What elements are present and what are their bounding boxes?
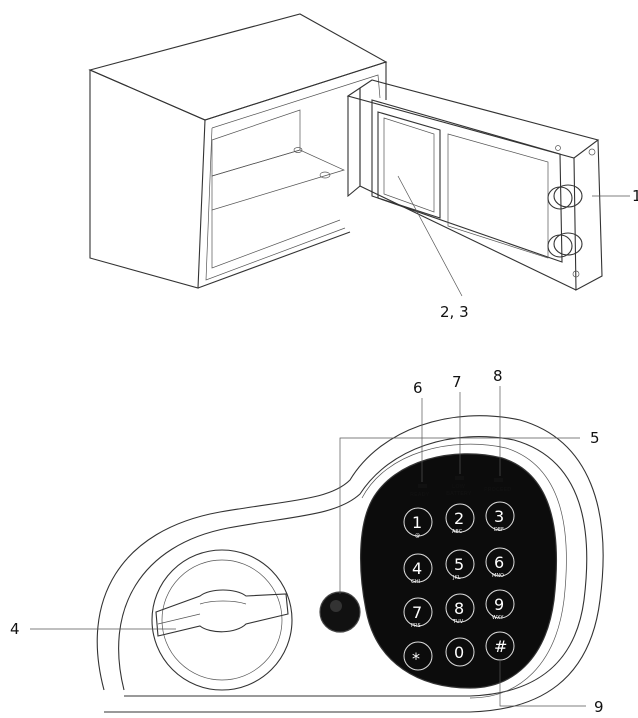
svg-text:1: 1 [412,513,422,532]
door-inner-face [359,88,577,291]
svg-text:PRS: PRS [411,623,421,629]
safe-inner-floor [211,210,341,269]
key-5[interactable]: 5 JKL [445,549,475,581]
safe-inner-back-wall [211,109,301,177]
safe-left-panel [89,69,206,289]
key-0[interactable]: 0 [445,637,475,667]
label-low: LOW [452,484,466,490]
callout-8: 8 [493,367,503,385]
locking-bolts [547,184,583,258]
callout-4: 4 [10,620,20,638]
open-safe-illustration: 1 2, 3 [88,13,638,321]
callout-7: 7 [452,373,462,391]
svg-text:TUV: TUV [452,619,464,625]
knob-recess-inner [161,559,283,681]
label-ready: READY [410,492,430,498]
door-right-panel [447,133,549,259]
ready-led [418,484,427,488]
svg-text:@: @ [415,533,420,539]
key-2[interactable]: 2 ABC [445,503,475,535]
key-6[interactable]: 6 MNO [485,547,515,579]
key-star[interactable]: * [403,641,433,671]
keypad-housing-outer [96,415,604,713]
callout-1: 1 [632,187,638,205]
svg-text:DEF: DEF [494,527,504,533]
safe-inner-shelf [211,149,345,211]
svg-text:GHI: GHI [411,579,420,585]
svg-text:7: 7 [412,603,422,622]
leader-line-9 [499,660,586,707]
key-7[interactable]: 7 PRS [403,597,433,629]
proceed-led [494,478,503,482]
override-button[interactable] [319,591,361,633]
svg-text:#: # [494,637,507,656]
door-outer-face-edge [573,139,603,291]
keypad-keys: 1 @ 2 ABC 3 DEF 4 GHI 5 JKL [403,501,515,671]
callout-9: 9 [594,698,604,716]
safe-top-panel [88,13,388,121]
key-hash[interactable]: # [485,631,515,661]
svg-text:*: * [412,649,420,668]
door-inner-panel [371,99,563,263]
door-screw [555,145,561,151]
battery-compartment [377,111,441,219]
svg-text:JKL: JKL [452,575,461,581]
safe-bolt-hole-2 [293,147,303,153]
keypad-door-illustration: READY LOW BATTERY PROCEED 1 @ 2 ABC 3 DE… [10,367,604,716]
callout-2-3: 2, 3 [440,303,469,321]
safe-bolt-hole [319,171,331,179]
door-screw [572,270,580,278]
svg-text:0: 0 [454,643,464,662]
safe-front-frame [197,61,387,289]
svg-text:2: 2 [454,509,464,528]
svg-text:ABC: ABC [452,529,463,535]
door-screw [588,148,596,156]
override-button-highlight [330,600,342,612]
key-3[interactable]: 3 DEF [485,501,515,533]
svg-text:8: 8 [454,599,464,618]
svg-text:6: 6 [494,553,504,572]
svg-text:3: 3 [494,507,504,526]
key-4[interactable]: 4 GHI [403,553,433,585]
keypad-housing-inner [118,436,588,697]
callout-5: 5 [590,429,600,447]
key-8[interactable]: 8 TUV [445,593,475,625]
knob-handle[interactable] [155,589,289,637]
svg-text:4: 4 [412,559,422,578]
door-hinge-edge [347,88,361,198]
svg-text:WXY: WXY [492,615,504,621]
key-1[interactable]: 1 @ [403,507,433,539]
knob-handle-detail [157,600,247,625]
key-9[interactable]: 9 WXY [485,589,515,621]
label-battery: BATTERY [446,491,472,497]
callout-6: 6 [413,379,423,397]
low-battery-led [455,476,464,480]
safe-inner-frame [205,74,381,281]
keypad-panel-rim [361,443,567,699]
svg-text:MNO: MNO [492,573,504,579]
svg-text:5: 5 [454,555,464,574]
svg-text:9: 9 [494,595,504,614]
knob-recess-outer [151,549,293,691]
leader-line-2-3 [397,175,463,297]
label-proceed: PROCEED [484,487,511,493]
battery-compartment-cover [383,117,435,213]
